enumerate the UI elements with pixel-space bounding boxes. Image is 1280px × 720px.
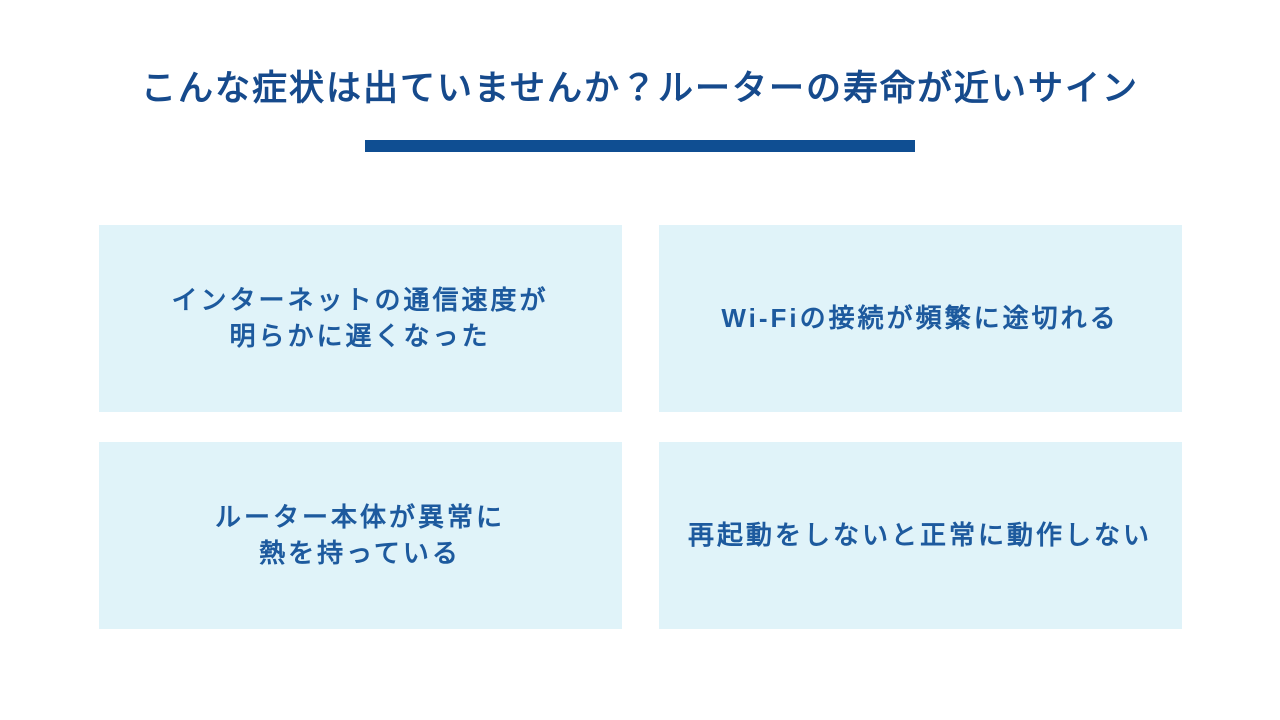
symptom-text: インターネットの通信速度が 明らかに遅くなった	[171, 283, 548, 353]
title-underline	[365, 140, 915, 152]
symptom-card-overheating: ルーター本体が異常に 熱を持っている	[98, 442, 622, 629]
symptom-card-slow-speed: インターネットの通信速度が 明らかに遅くなった	[98, 225, 622, 412]
symptom-text-line: Wi-Fiの接続が頻繁に途切れる	[721, 302, 1119, 333]
symptom-text-line: 明らかに遅くなった	[229, 320, 491, 351]
symptom-card-wifi-drops: Wi-Fiの接続が頻繁に途切れる	[658, 225, 1182, 412]
symptom-text-line: ルーター本体が異常に	[214, 502, 505, 533]
symptom-text: 再起動をしないと正常に動作しない	[688, 518, 1152, 553]
symptom-text-line: 再起動をしないと正常に動作しない	[687, 519, 1152, 550]
symptom-text: Wi-Fiの接続が頻繁に途切れる	[721, 301, 1118, 336]
symptom-text-line: インターネットの通信速度が	[171, 285, 549, 316]
symptom-grid: インターネットの通信速度が 明らかに遅くなった Wi-Fiの接続が頻繁に途切れる…	[98, 225, 1182, 629]
page-title: こんな症状は出ていませんか？ルーターの寿命が近いサイン	[141, 69, 1139, 108]
symptom-card-needs-restart: 再起動をしないと正常に動作しない	[658, 442, 1182, 629]
symptom-text-line: 熱を持っている	[259, 537, 461, 568]
symptom-text: ルーター本体が異常に 熱を持っている	[215, 500, 505, 570]
